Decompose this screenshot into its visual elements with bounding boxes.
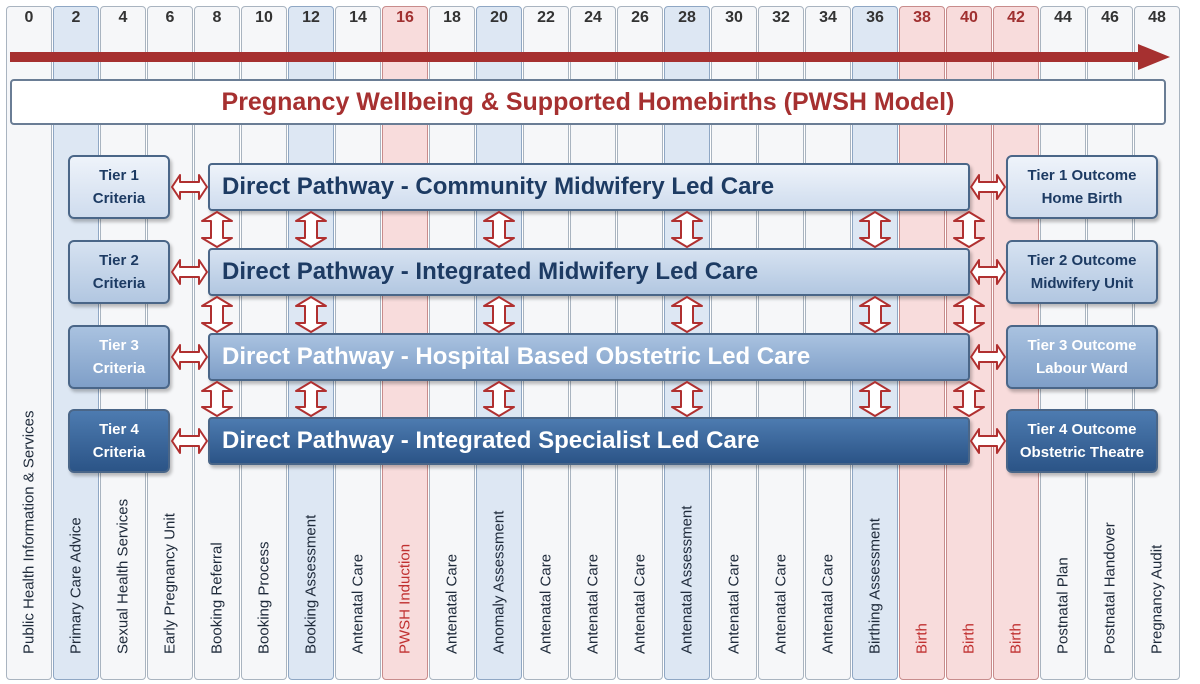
stage-label: Primary Care Advice: [67, 517, 85, 654]
tier-outcome-box-line: Tier 2 Outcome: [1027, 252, 1137, 269]
week-number: 22: [537, 9, 555, 26]
direct-pathway-bar: Direct Pathway - Community Midwifery Led…: [208, 163, 970, 211]
stage-label: Booking Referral: [208, 542, 226, 654]
stage-label: Postnatal Plan: [1054, 557, 1072, 654]
tier-outcome-box-line: Tier 3 Outcome: [1027, 337, 1137, 354]
week-number: 10: [255, 9, 273, 26]
week-number: 28: [678, 9, 696, 26]
week-number: 40: [960, 9, 978, 26]
stage-label: Antenatal Care: [819, 553, 837, 654]
tier-criteria-box-line: Tier 2: [99, 252, 139, 269]
stage-label: Birthing Assessment: [866, 518, 884, 654]
stage-label: Antenatal Care: [772, 553, 790, 654]
week-number: 12: [302, 9, 320, 26]
tier-criteria-box-line: Criteria: [92, 444, 146, 461]
week-number: 46: [1101, 9, 1119, 26]
week-number: 16: [396, 9, 414, 26]
week-number: 34: [819, 9, 837, 26]
stage-label: Public Health Information & Services: [20, 410, 38, 654]
week-number: 4: [118, 9, 128, 26]
stage-label: Pregnancy Audit: [1148, 544, 1166, 654]
week-number: 24: [584, 9, 602, 26]
stage-label: Antenatal Assessment: [678, 505, 696, 654]
tier-criteria-box-line: Tier 1: [99, 167, 139, 184]
week-number: 48: [1148, 9, 1166, 26]
stage-label: Birth: [1007, 623, 1025, 654]
tier-outcome-box-line: Tier 4 Outcome: [1027, 421, 1137, 438]
stage-label: PWSH Induction: [396, 543, 414, 654]
week-number: 26: [631, 9, 649, 26]
model-title: Pregnancy Wellbeing & Supported Homebirt…: [10, 79, 1166, 125]
stage-label: Birth: [960, 623, 978, 654]
tier-outcome-box-line: Labour Ward: [1036, 360, 1128, 377]
stage-label: Antenatal Care: [537, 553, 555, 654]
week-number: 6: [165, 9, 175, 26]
tier-criteria-box: Tier 3 Criteria: [68, 325, 170, 389]
week-number: 30: [725, 9, 743, 26]
tier-outcome-box-line: Midwifery Unit: [1030, 275, 1134, 292]
week-number: 44: [1054, 9, 1072, 26]
direct-pathway-bar: Direct Pathway - Integrated Specialist L…: [208, 417, 970, 465]
direct-pathway-bar: Direct Pathway - Integrated Midwifery Le…: [208, 248, 970, 296]
week-number: 14: [349, 9, 367, 26]
stage-label: Anomaly Assessment: [490, 510, 508, 654]
week-number: 38: [913, 9, 931, 26]
stage-label: Antenatal Care: [584, 553, 602, 654]
direct-pathway-bar: Direct Pathway - Hospital Based Obstetri…: [208, 333, 970, 381]
week-number: 42: [1007, 9, 1025, 26]
tier-criteria-box-line: Tier 3: [99, 337, 139, 354]
stage-label: Booking Assessment: [302, 514, 320, 654]
week-number: 8: [212, 9, 222, 26]
stage-label: Antenatal Care: [349, 553, 367, 654]
stage-label: Birth: [913, 623, 931, 654]
stage-label: Postnatal Handover: [1101, 522, 1119, 654]
stage-label: Booking Process: [255, 541, 273, 654]
tier-criteria-box-line: Criteria: [92, 190, 146, 207]
tier-outcome-box-line: Home Birth: [1041, 190, 1123, 207]
tier-criteria-box-line: Tier 4: [99, 421, 139, 438]
stage-label: Sexual Health Services: [114, 498, 132, 654]
tier-criteria-box: Tier 2 Criteria: [68, 240, 170, 304]
week-number: 18: [443, 9, 461, 26]
week-number: 0: [24, 9, 34, 26]
week-number: 2: [71, 9, 81, 26]
tier-criteria-box: Tier 4 Criteria: [68, 409, 170, 473]
stage-label: Antenatal Care: [443, 553, 461, 654]
stage-label: Early Pregnancy Unit: [161, 513, 179, 654]
tier-criteria-box-line: Criteria: [92, 360, 146, 377]
timeline-arrow: [10, 44, 1170, 70]
stage-label: Antenatal Care: [725, 553, 743, 654]
tier-outcome-box-line: Obstetric Theatre: [1019, 444, 1145, 461]
tier-criteria-box: Tier 1 Criteria: [68, 155, 170, 219]
week-number: 20: [490, 9, 508, 26]
tier-criteria-box-line: Criteria: [92, 275, 146, 292]
tier-outcome-box-line: Tier 1 Outcome: [1027, 167, 1137, 184]
stage-label: Antenatal Care: [631, 553, 649, 654]
week-number: 32: [772, 9, 790, 26]
week-number: 36: [866, 9, 884, 26]
